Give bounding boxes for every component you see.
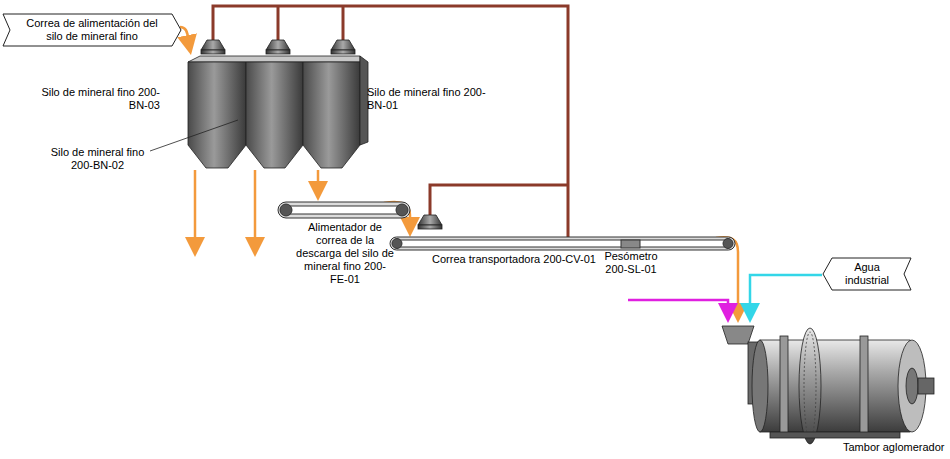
illustration-part <box>390 237 735 250</box>
illustration-part <box>266 40 290 50</box>
illustration-part <box>752 340 768 432</box>
equipment-label: Pesómetro 200-SL-01 <box>596 250 666 276</box>
illustration-part <box>723 239 733 249</box>
illustration-part <box>331 50 355 54</box>
illustration-part <box>188 56 368 168</box>
illustration-part <box>770 432 900 438</box>
illustration-part <box>418 215 442 225</box>
illustration-part <box>278 202 410 218</box>
illustration-part <box>266 50 290 54</box>
illustration-part <box>180 27 738 318</box>
illustration-part <box>317 170 320 196</box>
illustration-part <box>284 206 404 214</box>
illustration-part <box>396 240 729 247</box>
illustration-part <box>213 6 568 240</box>
illustration-part <box>396 204 408 216</box>
illustration-part <box>390 237 735 250</box>
illustration-part <box>360 56 368 145</box>
illustration-part <box>201 40 225 50</box>
equipment-label: Alimentador de correa de la descarga del… <box>296 221 394 286</box>
illustration-part <box>188 62 246 168</box>
tag-box: Agua industrial <box>822 257 912 291</box>
illustration-part <box>150 120 238 151</box>
illustration-part <box>342 6 345 40</box>
illustration-part <box>213 6 568 240</box>
tag-shape <box>3 14 181 46</box>
illustration-part <box>180 27 190 50</box>
illustration-part <box>804 332 816 440</box>
tag-text: Agua industrial <box>835 261 899 287</box>
illustration-part <box>918 378 934 394</box>
illustration-part <box>750 275 822 318</box>
illustration-part <box>628 300 728 318</box>
illustration-part <box>246 62 303 168</box>
illustration-part <box>331 40 355 50</box>
tag-shape <box>823 258 911 290</box>
illustration-part <box>277 6 280 40</box>
illustration-part <box>799 328 821 444</box>
tag-text: Correa de alimentación del silo de miner… <box>17 17 167 43</box>
equipment-label: Silo de mineral fino 200-BN-02 <box>40 146 155 172</box>
illustration-part <box>860 336 868 436</box>
illustration-part <box>188 56 360 62</box>
illustration-part <box>280 204 292 216</box>
equipment-label: Tambor aglomerador <box>843 441 945 454</box>
illustration-part <box>722 326 934 444</box>
illustration-part <box>621 240 640 248</box>
equipment-label: Silo de mineral fino 200-BN-01 <box>367 86 487 112</box>
illustration-part <box>906 368 918 404</box>
illustration-part <box>254 170 257 252</box>
illustration-part <box>430 185 568 215</box>
tag-box: Correa de alimentación del silo de miner… <box>2 13 182 47</box>
illustration-part <box>418 225 442 229</box>
illustration-part <box>303 62 360 168</box>
illustration-part <box>278 202 410 218</box>
illustration-part <box>722 326 754 344</box>
illustration-part <box>194 170 197 252</box>
equipment-label: Correa transportadora 200-CV-01 <box>432 253 596 266</box>
equipment-label: Silo de mineral fino 200-BN-03 <box>30 86 160 112</box>
illustration-part <box>201 50 225 54</box>
illustration-part <box>780 336 788 436</box>
